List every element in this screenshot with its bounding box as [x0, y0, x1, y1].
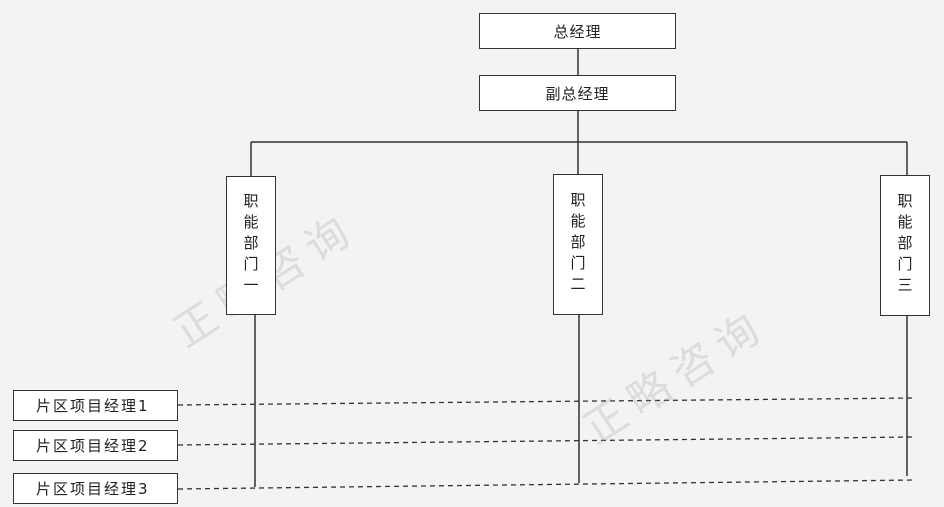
department-3-box: 职能部门三 [880, 175, 930, 316]
dashed-line-1 [177, 397, 916, 406]
deputy-general-manager-box: 副总经理 [479, 75, 676, 111]
regional-manager-3-box: 片区项目经理3 [13, 473, 178, 504]
dashed-line-2 [177, 436, 916, 446]
department-1-box: 职能部门一 [226, 176, 276, 315]
department-2-box: 职能部门二 [553, 174, 603, 315]
dashed-line-3 [177, 479, 916, 490]
regional-manager-2-box: 片区项目经理2 [13, 430, 178, 461]
general-manager-box: 总经理 [479, 13, 676, 49]
regional-manager-1-box: 片区项目经理1 [13, 390, 178, 421]
